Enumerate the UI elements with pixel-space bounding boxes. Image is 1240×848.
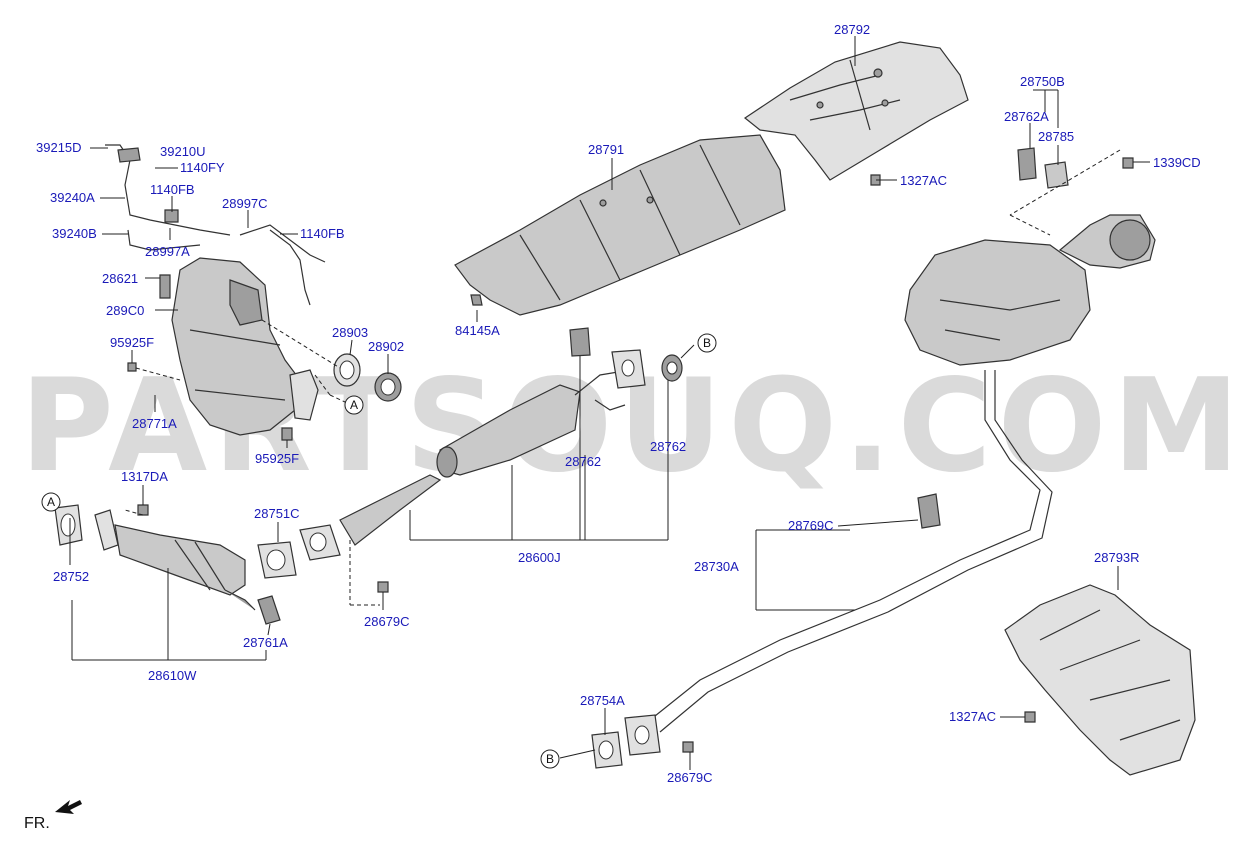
heat-shield-28793R <box>1004 584 1196 776</box>
label-28792: 28792 <box>834 22 870 37</box>
label-289C0: 289C0 <box>106 303 144 318</box>
label-28902: 28902 <box>368 339 404 354</box>
label-39240B: 39240B <box>52 226 97 241</box>
callout-a-left: A <box>41 492 61 512</box>
label-1140FB-b: 1140FB <box>300 226 345 241</box>
label-28621: 28621 <box>102 271 138 286</box>
part-labels: 28792 28791 1327AC 84145A 28750B 28762A … <box>36 22 1201 785</box>
label-28762-a: 28762 <box>565 454 601 469</box>
label-1327AC-top: 1327AC <box>900 173 947 188</box>
fasteners <box>127 157 1134 753</box>
label-28791: 28791 <box>588 142 624 157</box>
heat-shield-28791 <box>454 134 786 316</box>
label-1140FB-a: 1140FB <box>150 182 195 197</box>
label-95925F-a: 95925F <box>110 335 154 350</box>
label-28903: 28903 <box>332 325 368 340</box>
label-39240A: 39240A <box>50 190 95 205</box>
label-28771A: 28771A <box>132 416 177 431</box>
hanger-28769C <box>917 493 941 529</box>
label-28730A: 28730A <box>694 559 739 574</box>
label-39215D: 39215D <box>36 140 82 155</box>
gasket-28754A <box>591 731 623 769</box>
heat-shield-28792 <box>743 41 969 181</box>
label-28762A: 28762A <box>1004 109 1049 124</box>
label-28752: 28752 <box>53 569 89 584</box>
flange-rear-pipe <box>624 714 661 756</box>
front-pipe-28610W <box>94 509 256 611</box>
leader-lines <box>69 36 1150 770</box>
label-28679C-b: 28679C <box>667 770 713 785</box>
svg-text:B: B <box>546 752 554 766</box>
label-1327AC-bottom: 1327AC <box>949 709 996 724</box>
label-28754A: 28754A <box>580 693 625 708</box>
label-39210U: 39210U <box>160 144 206 159</box>
label-28785: 28785 <box>1038 129 1074 144</box>
svg-text:A: A <box>350 398 358 412</box>
label-28600J: 28600J <box>518 550 561 565</box>
label-28762-b: 28762 <box>650 439 686 454</box>
label-84145A: 84145A <box>455 323 500 338</box>
label-28679C-a: 28679C <box>364 614 410 629</box>
hanger-28761A <box>257 595 281 625</box>
svg-text:B: B <box>703 336 711 350</box>
label-1339CD: 1339CD <box>1153 155 1201 170</box>
label-28793R: 28793R <box>1094 550 1140 565</box>
front-arrow-icon <box>55 800 82 814</box>
muffler-28730A <box>649 214 1156 733</box>
center-pipe-28600J <box>299 349 646 561</box>
label-28761A: 28761A <box>243 635 288 650</box>
label-1140FY: 1140FY <box>180 160 225 175</box>
label-28750B: 28750B <box>1020 74 1065 89</box>
oxygen-sensor-wiring <box>105 144 326 306</box>
label-28997C: 28997C <box>222 196 268 211</box>
callout-b-top: B <box>697 333 717 353</box>
gasket-28752 <box>54 504 83 546</box>
label-95925F-b: 95925F <box>255 451 299 466</box>
label-28997A: 28997A <box>145 244 190 259</box>
label-28751C: 28751C <box>254 506 300 521</box>
bracket-28785 <box>1044 161 1069 189</box>
callout-a-top: A <box>344 395 364 415</box>
label-28769C: 28769C <box>788 518 834 533</box>
gasket-28903 <box>333 353 361 387</box>
catalytic-converter-289C0 <box>171 257 319 436</box>
svg-text:A: A <box>47 495 55 509</box>
callout-b-bottom: B <box>540 749 560 769</box>
gasket-28751C <box>257 541 297 579</box>
label-28610W: 28610W <box>148 668 197 683</box>
front-orientation-marker: FR. <box>24 800 82 832</box>
hanger-28762-b <box>661 354 683 382</box>
hanger-28762A <box>1017 147 1037 181</box>
label-1317DA: 1317DA <box>121 469 168 484</box>
hanger-28762-a <box>569 327 591 357</box>
clamp-28902 <box>374 372 402 402</box>
svg-text:FR.: FR. <box>24 815 50 832</box>
